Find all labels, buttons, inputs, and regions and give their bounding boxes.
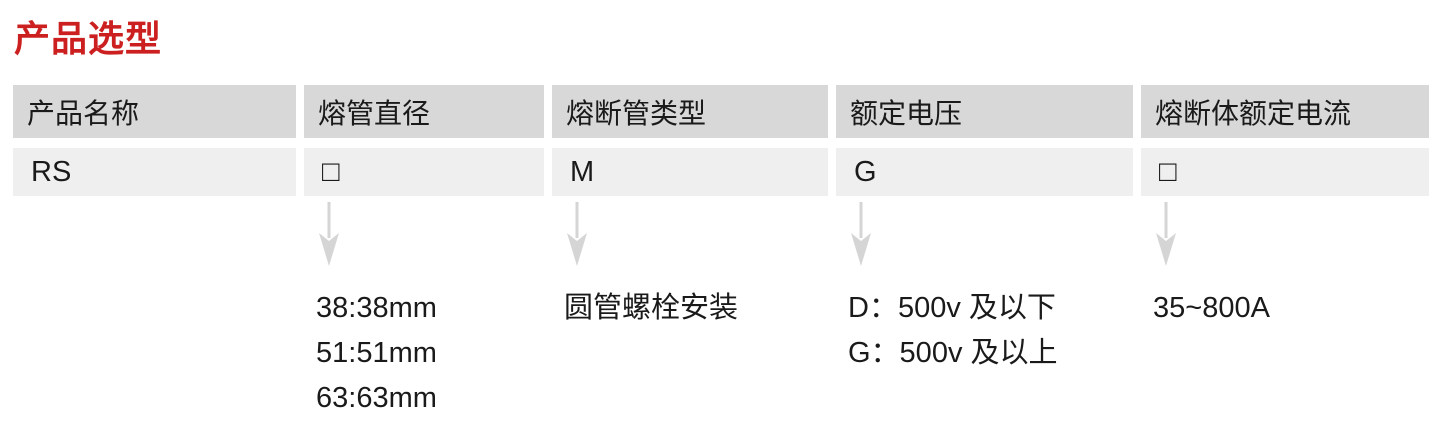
column-header: 熔断管类型 [552, 85, 828, 138]
column-rated-current: 熔断体额定电流 □ 35~800A [1141, 85, 1429, 421]
option: 51:51mm [316, 337, 437, 369]
column-fuse-type: 熔断管类型 M 圆管螺栓安装 [552, 85, 828, 421]
option-list: 圆管螺栓安装 [564, 286, 828, 331]
down-arrow-icon [316, 202, 544, 272]
option: 63:63mm [316, 382, 437, 414]
option-list: 38:38mm 51:51mm 63:63mm [316, 286, 544, 421]
column-code: □ [304, 148, 544, 196]
column-code: M [552, 148, 828, 196]
column-code: □ [1141, 148, 1429, 196]
column-code: RS [13, 148, 296, 196]
option: 35~800A [1153, 292, 1270, 324]
column-code: G [836, 148, 1133, 196]
down-arrow-icon [848, 202, 1133, 272]
column-header: 产品名称 [13, 85, 296, 138]
down-arrow-icon [1153, 202, 1429, 272]
product-selection-table: 产品名称 RS 熔管直径 □ 38:38mm 51:51mm 63:63mm 熔… [13, 85, 1431, 421]
down-arrow-icon [564, 202, 828, 272]
option-list: D：500v 及以下 G：500v 及以上 [848, 286, 1133, 376]
column-rated-voltage: 额定电压 G D：500v 及以下 G：500v 及以上 [836, 85, 1133, 421]
column-header: 额定电压 [836, 85, 1133, 138]
column-header: 熔断体额定电流 [1141, 85, 1429, 138]
option: D：500v 及以下 [848, 292, 1056, 324]
page-title: 产品选型 [14, 18, 163, 59]
column-product-name: 产品名称 RS [13, 85, 296, 421]
column-tube-diameter: 熔管直径 □ 38:38mm 51:51mm 63:63mm [304, 85, 544, 421]
option: 圆管螺栓安装 [564, 292, 739, 324]
option: 38:38mm [316, 292, 437, 324]
column-header: 熔管直径 [304, 85, 544, 138]
option-list: 35~800A [1153, 286, 1429, 331]
option: G：500v 及以上 [848, 337, 1058, 369]
